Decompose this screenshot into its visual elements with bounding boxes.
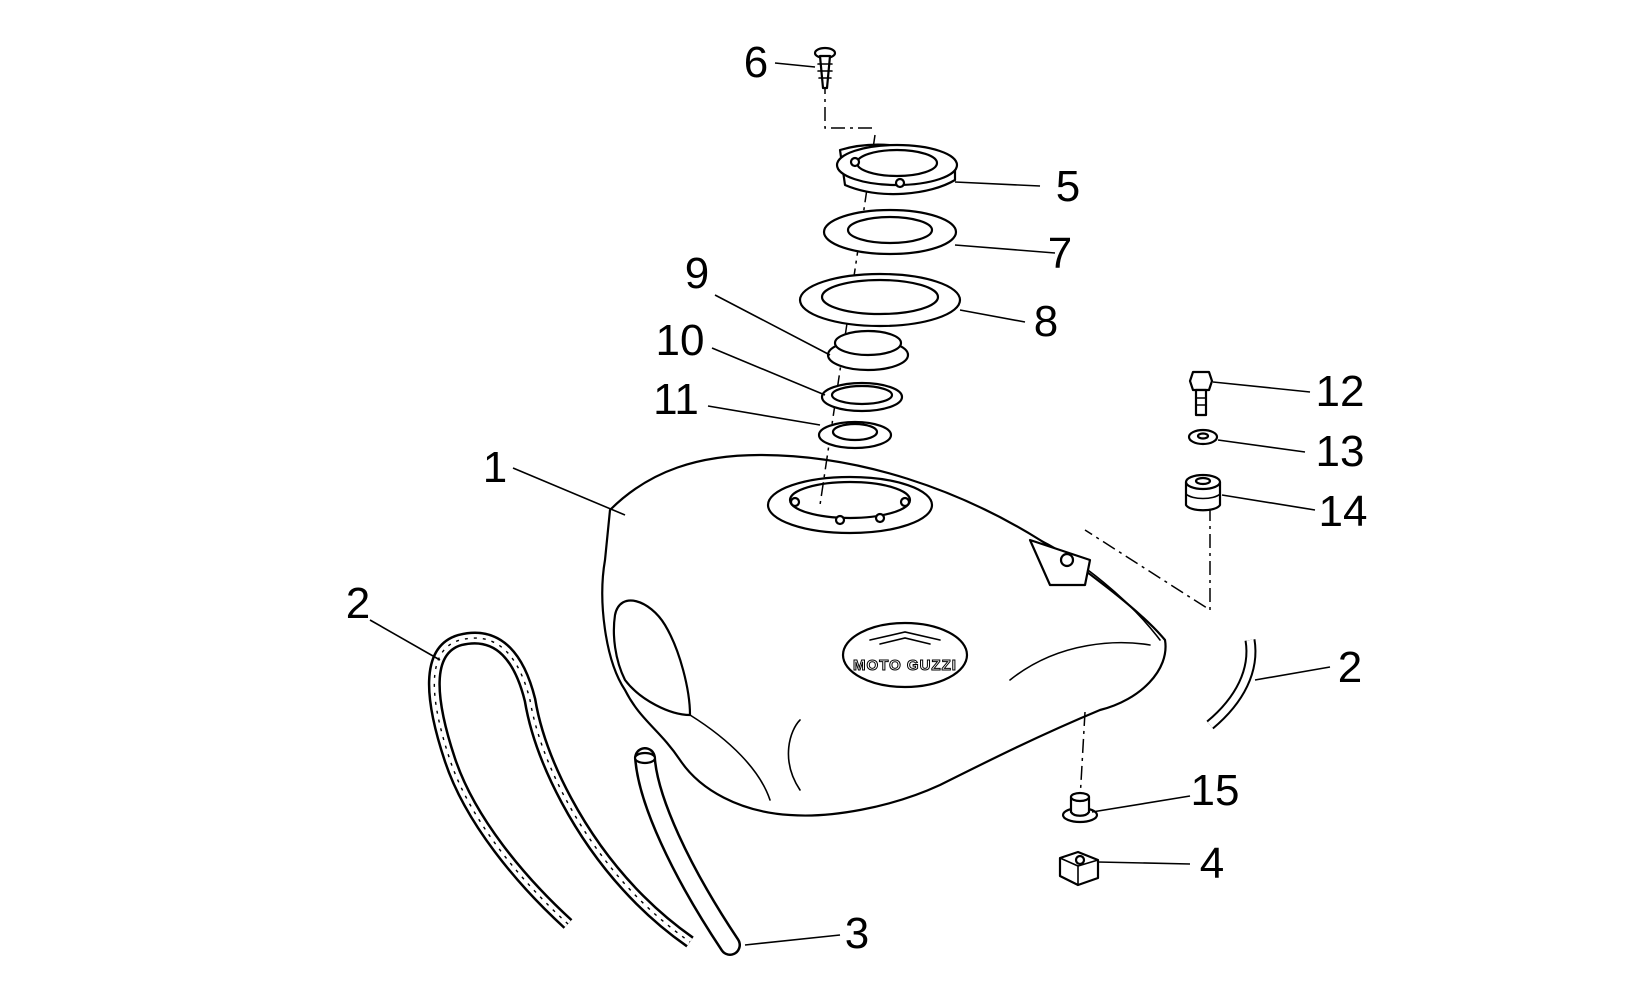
grommet-part-14 — [1184, 473, 1222, 512]
callout-8: 8 — [1034, 297, 1058, 346]
callout-14: 14 — [1319, 487, 1368, 536]
o-ring-part-10 — [820, 381, 904, 413]
hose-part-3 — [633, 747, 741, 956]
flange-ring-part-8 — [798, 272, 962, 328]
moto-guzzi-logo: MOTO GUZZI — [841, 621, 969, 689]
callout-4: 4 — [1200, 839, 1224, 888]
callout-3: 3 — [845, 909, 869, 958]
callout-12: 12 — [1316, 367, 1365, 416]
logo-text: MOTO GUZZI — [853, 657, 957, 674]
callout-1: 1 — [483, 443, 507, 492]
callout-6: 6 — [744, 38, 768, 87]
callout-9: 9 — [685, 249, 709, 298]
gasket-part-7 — [822, 208, 958, 256]
callout-11: 11 — [653, 375, 699, 424]
leader-lines — [369, 62, 1331, 946]
washer-part-13 — [1187, 428, 1219, 446]
bushing-part-11 — [817, 420, 893, 450]
callout-7: 7 — [1048, 229, 1072, 278]
callout-13: 13 — [1316, 427, 1365, 476]
callout-5: 5 — [1056, 162, 1080, 211]
screw-part-6 — [813, 46, 837, 90]
clip-nut-part-4 — [1058, 850, 1100, 887]
filler-cap-part-5 — [835, 143, 959, 196]
spacer-part-15 — [1061, 791, 1099, 824]
bolt-part-12 — [1188, 370, 1214, 417]
callout-15: 15 — [1191, 766, 1240, 815]
callout-2-left: 2 — [346, 579, 370, 628]
rubber-strip-part-2-right — [1206, 639, 1257, 730]
seal-part-9 — [826, 329, 910, 372]
callout-2-right: 2 — [1338, 643, 1362, 692]
rubber-strip-part-2-left — [427, 631, 694, 948]
callout-10: 10 — [656, 316, 705, 365]
